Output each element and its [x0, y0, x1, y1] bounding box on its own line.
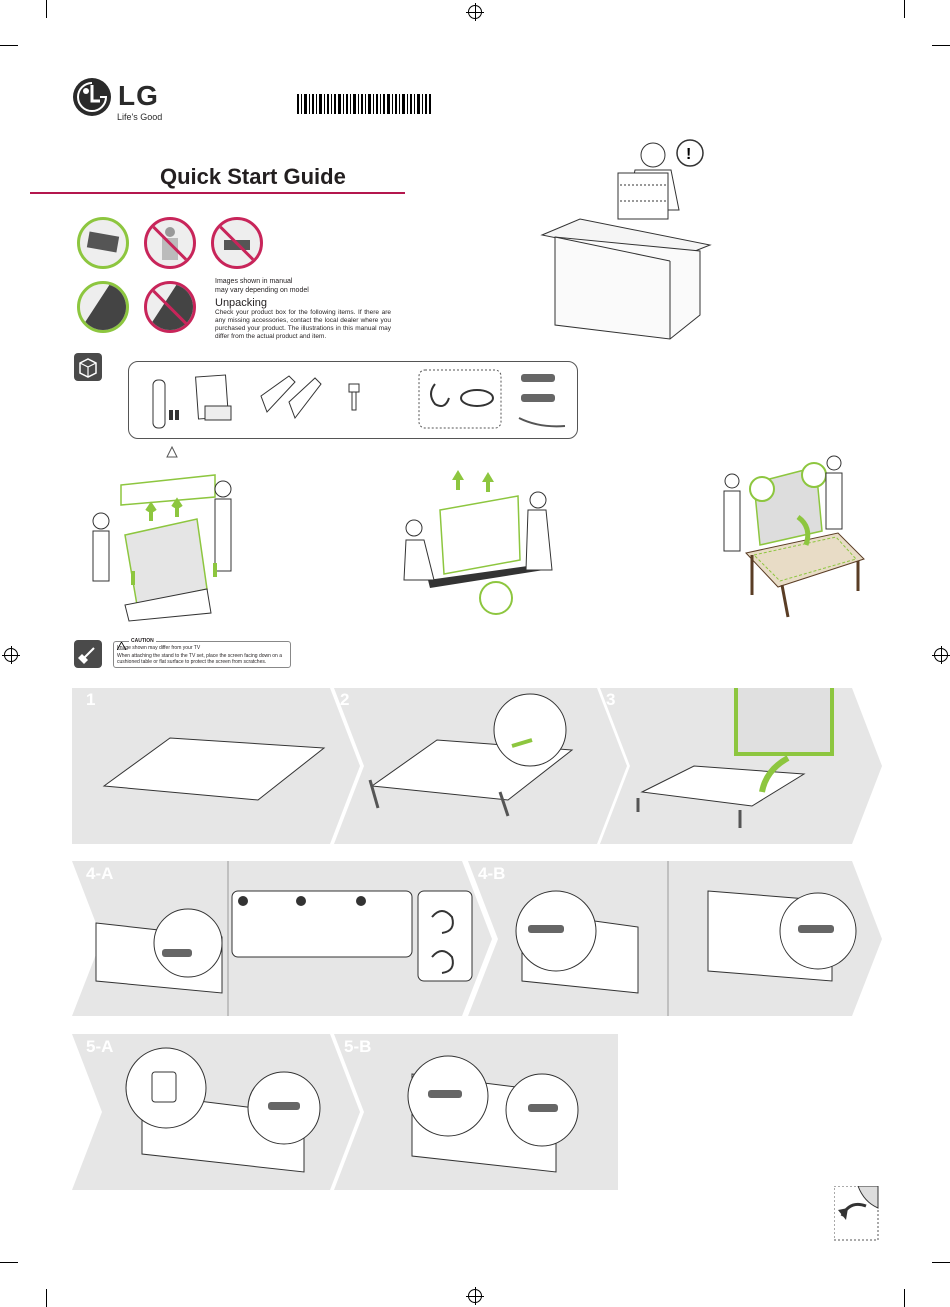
tagline: Life's Good	[117, 112, 163, 122]
crop-mark	[932, 1262, 950, 1263]
steps-row3-band	[72, 1034, 618, 1190]
caution-box: CAUTION Image shown may differ from your…	[113, 638, 291, 668]
unpacking-body: Check your product box for the following…	[215, 309, 391, 340]
crop-mark	[0, 45, 18, 46]
step-4a-sub-number-1	[238, 896, 248, 906]
registration-mark-icon	[466, 1287, 484, 1305]
steps-row2-band	[72, 861, 882, 1016]
correct-carry-illustration	[77, 217, 129, 269]
unboxing-illustration: !	[540, 139, 712, 340]
unpacking-heading: Unpacking	[215, 297, 267, 309]
images-note-line2: may vary depending on model	[215, 287, 309, 294]
wrong-carry-illustration	[144, 217, 196, 269]
lift-out-of-box-illustration	[92, 445, 232, 622]
correct-handling-illustration	[77, 281, 129, 333]
logo-wordmark: LG	[118, 80, 159, 111]
title-rule	[30, 192, 405, 194]
images-note-line1: Images shown in manual	[215, 278, 293, 285]
step-number-4b: 4-B	[478, 864, 506, 883]
registration-mark-icon	[466, 3, 484, 21]
crop-mark	[0, 1262, 18, 1263]
accessories-panel	[128, 361, 578, 439]
cleaning-brush-icon	[74, 640, 102, 668]
caution-line2: When attaching the stand to the TV set, …	[117, 653, 283, 665]
step-number-1: 1	[86, 690, 96, 709]
step-4a-sub-number-3	[356, 896, 366, 906]
step-number-2: 2	[340, 690, 350, 709]
lift-tv-illustration	[403, 470, 553, 615]
place-on-table-illustration	[723, 455, 865, 618]
page-turn-icon	[834, 1186, 879, 1241]
crop-mark	[46, 1289, 47, 1307]
page-title: Quick Start Guide	[160, 164, 346, 189]
wrong-lift-illustration	[211, 217, 263, 269]
lg-logo-icon	[73, 78, 111, 116]
registration-mark-icon	[2, 646, 20, 664]
step-number-3: 3	[606, 690, 616, 709]
svg-text:!: !	[686, 146, 691, 163]
steps-row1-band	[72, 688, 882, 844]
step-number-5b: 5-B	[344, 1037, 372, 1056]
warning-icon	[116, 637, 127, 651]
caution-line1: Image shown may differ from your TV	[117, 645, 201, 651]
crop-mark	[46, 0, 47, 18]
crop-mark	[932, 45, 950, 46]
crop-mark	[904, 1289, 905, 1307]
crop-mark	[904, 0, 905, 18]
caution-heading: CAUTION	[129, 638, 156, 644]
step-number-5a: 5-A	[86, 1037, 114, 1056]
wrong-touch-illustration	[144, 281, 196, 333]
step-number-4a: 4-A	[86, 864, 114, 883]
box-icon	[74, 353, 102, 381]
barcode-icon	[297, 94, 431, 114]
step-4a-sub-number-2	[296, 896, 306, 906]
registration-mark-icon	[932, 646, 950, 664]
accessories-illustration	[152, 369, 566, 429]
